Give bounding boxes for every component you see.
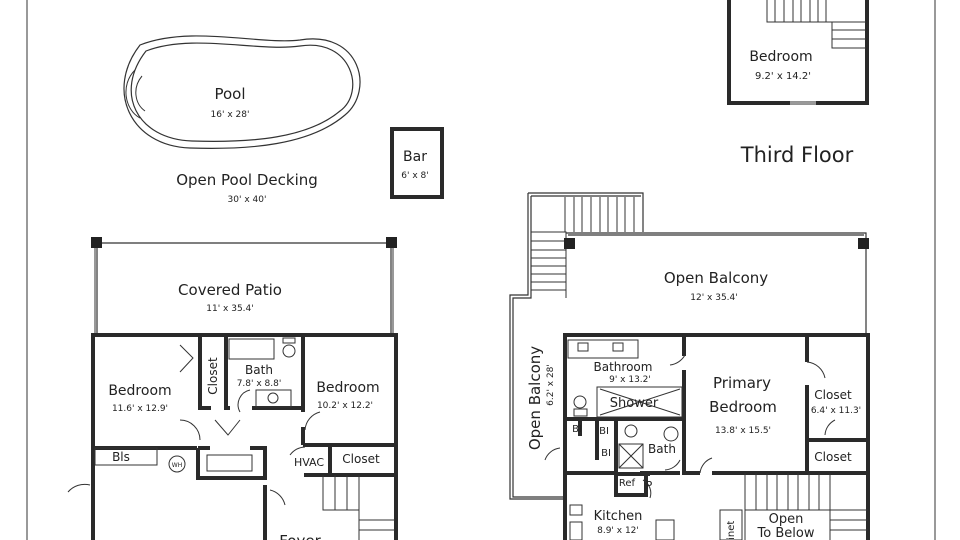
open-to-below-label: Open xyxy=(769,512,804,527)
covered-patio-size: 11' x 35.4' xyxy=(206,304,254,314)
right-floor-walls xyxy=(544,333,870,540)
bedroom-left-label: Bedroom xyxy=(108,383,171,399)
closet-large-size: 6.4' x 11.3' xyxy=(811,406,861,416)
foyer-label: Foyer xyxy=(279,532,321,540)
open-to-below-label-2: To Below xyxy=(757,526,815,540)
upper-bedroom-size: 9.2' x 14.2' xyxy=(755,71,811,82)
decking-size: 30' x 40' xyxy=(228,195,267,205)
bedroom-right-size: 10.2' x 12.2' xyxy=(317,401,373,411)
bedroom-left-size: 11.6' x 12.9' xyxy=(112,404,168,414)
pool: Pool 16' x 28' xyxy=(123,35,361,149)
closet-right-label: Closet xyxy=(342,452,380,466)
floor-title: Third Floor xyxy=(740,143,854,167)
primary-bedroom-size: 13.8' x 15.5' xyxy=(715,426,771,436)
closet-large-label: Closet xyxy=(814,388,852,402)
cabinet-label: Cabinet xyxy=(726,521,737,540)
bathroom-label: Bathroom xyxy=(594,360,653,374)
open-balcony-top-label: Open Balcony xyxy=(664,269,768,287)
bath-label: Bath xyxy=(245,363,273,377)
left-floor-labels: Bedroom 11.6' x 12.9' Closet Bath 7.8' x… xyxy=(108,357,380,540)
primary-bedroom-label: Primary xyxy=(713,374,771,392)
pool-size: 16' x 28' xyxy=(211,110,250,120)
closet-small-label: Closet xyxy=(814,450,852,464)
bedroom-right-label: Bedroom xyxy=(316,380,379,396)
hvac-label: HVAC xyxy=(294,456,324,469)
bath-label-right: Bath xyxy=(648,442,676,456)
closet-left-label: Closet xyxy=(206,357,220,395)
bathroom-size: 9' x 13.2' xyxy=(609,375,651,385)
covered-patio-label: Covered Patio xyxy=(178,281,282,299)
pantry-label: P xyxy=(646,479,653,492)
bls-label: Bls xyxy=(112,450,130,464)
built-in-label: BI xyxy=(601,448,611,459)
open-balcony-side-label: Open Balcony xyxy=(526,346,544,450)
built-in-label: BI xyxy=(572,424,582,435)
water-heater-label: WH xyxy=(172,462,182,469)
left-floor-walls xyxy=(67,333,398,540)
covered-patio: Covered Patio 11' x 35.4' xyxy=(91,237,397,333)
shower-label: Shower xyxy=(610,396,659,411)
kitchen-label: Kitchen xyxy=(594,509,643,524)
pool-label: Pool xyxy=(214,85,245,103)
bar xyxy=(390,127,444,199)
open-balcony-side-size: 6.2' x 28' xyxy=(546,364,556,406)
bar-label: Bar xyxy=(403,149,427,165)
bar-size: 6' x 8' xyxy=(401,171,428,181)
built-in-label: BI xyxy=(599,426,609,437)
right-floor-balconies: Open Balcony 12' x 35.4' Open Balcony 6.… xyxy=(509,192,869,500)
primary-bedroom-label-2: Bedroom xyxy=(709,398,777,416)
upper-bedroom: Bedroom 9.2' x 14.2' xyxy=(727,0,869,105)
upper-bedroom-label: Bedroom xyxy=(749,49,812,65)
kitchen-size: 8.9' x 12' xyxy=(597,526,639,536)
right-floor-labels: Bathroom 9' x 13.2' Shower Primary Bedro… xyxy=(572,360,861,540)
refrigerator-label: Ref xyxy=(619,478,636,489)
decking-label: Open Pool Decking xyxy=(176,171,318,189)
bath-size: 7.8' x 8.8' xyxy=(237,379,282,389)
open-balcony-top-size: 12' x 35.4' xyxy=(690,293,738,303)
